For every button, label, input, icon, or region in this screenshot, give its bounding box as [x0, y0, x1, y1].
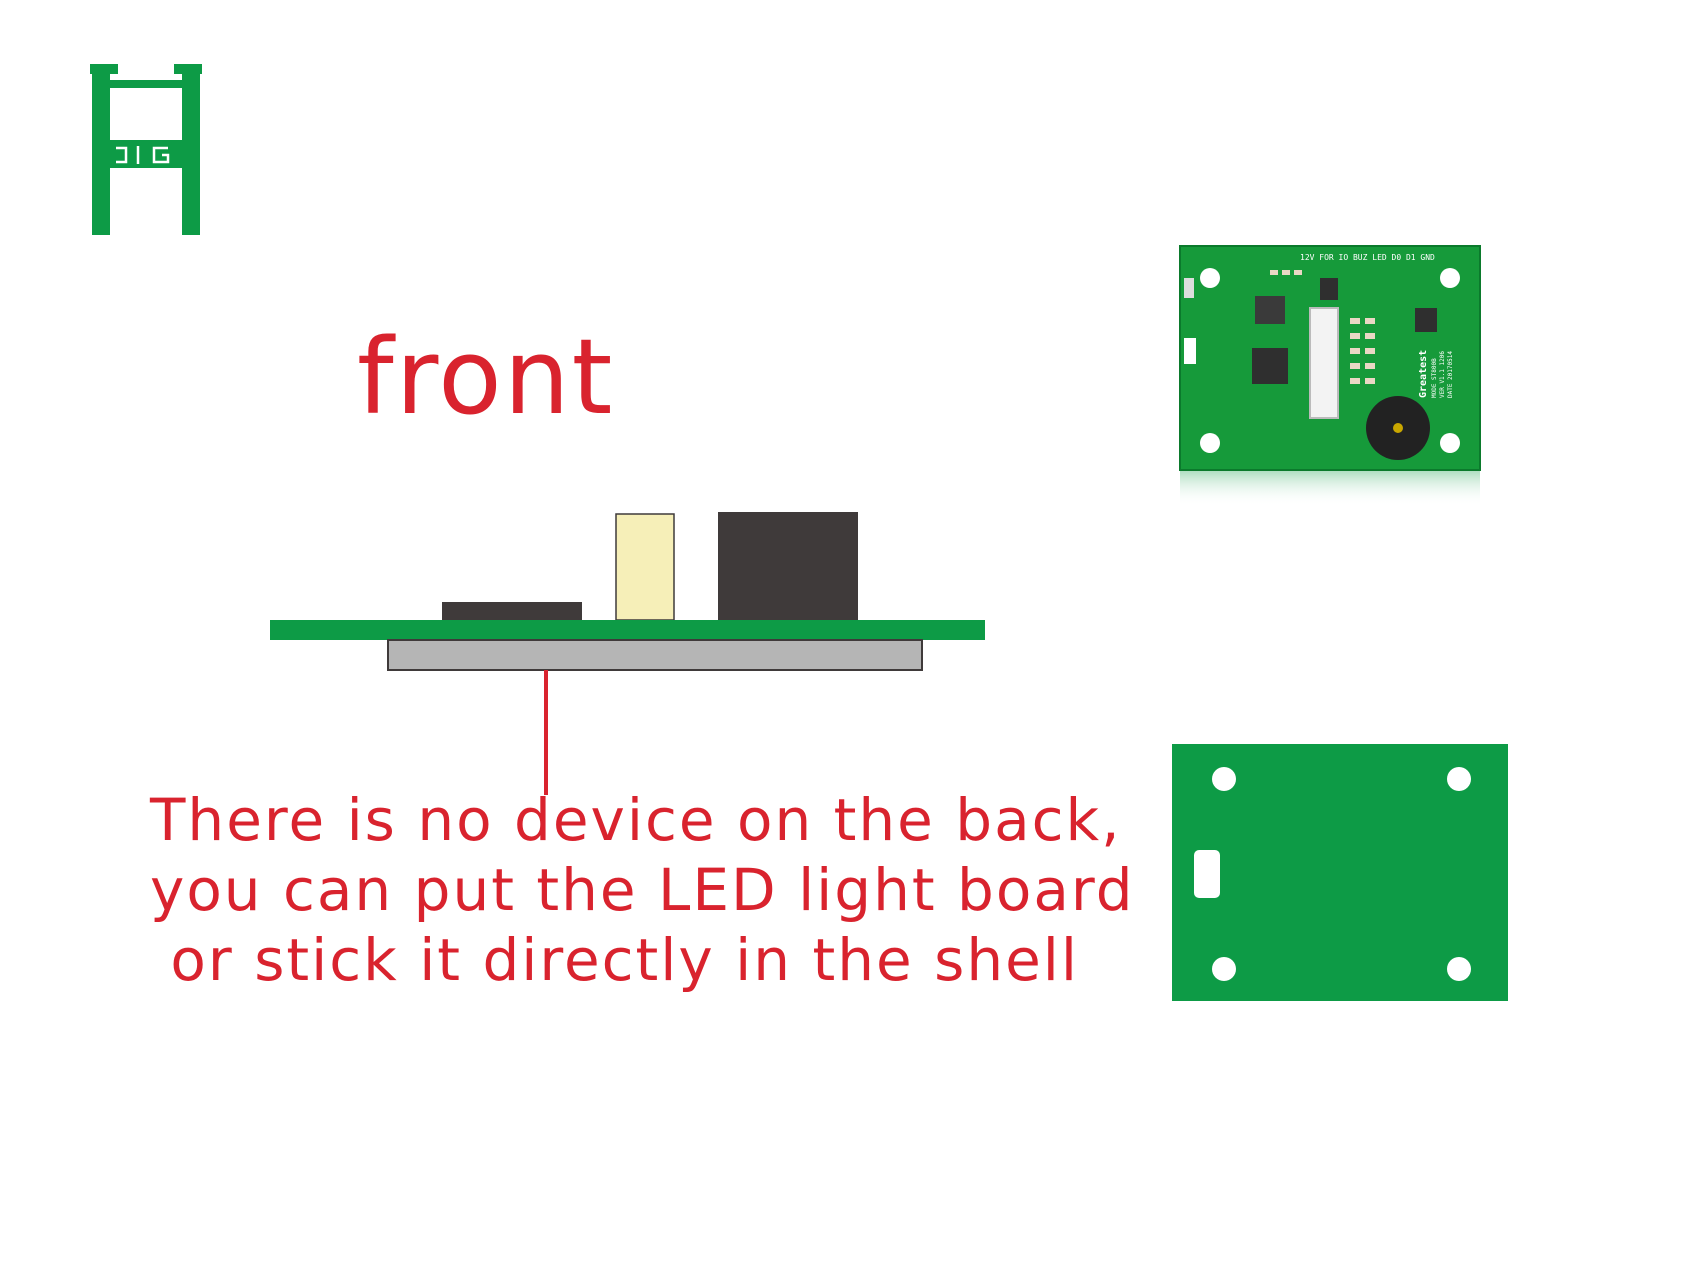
- front-label: front: [357, 316, 615, 438]
- back-pad: [1194, 850, 1220, 898]
- header-pin-labels: 12V FOR IO BUZ LED D0 D1 GND: [1300, 253, 1435, 262]
- back-board: [1172, 744, 1508, 1001]
- back-plate: [387, 639, 923, 671]
- pcb-side: [270, 620, 985, 640]
- led-component: [615, 513, 675, 621]
- mount-hole: [1447, 957, 1471, 981]
- chip-component: [442, 602, 582, 620]
- caption: There is no device on the back, you can …: [150, 785, 1135, 995]
- caption-line-2: you can put the LED light board: [150, 856, 1135, 924]
- buzzer-component: [718, 512, 858, 620]
- logo: [90, 64, 202, 235]
- side-view-diagram: [270, 512, 985, 795]
- pcb-date-text: DATE 20170514: [1447, 351, 1454, 398]
- mount-hole: [1447, 767, 1471, 791]
- caption-line-1: There is no device on the back,: [150, 786, 1122, 854]
- pcb-brand-text: Greatest: [1418, 350, 1429, 398]
- mount-hole: [1212, 957, 1236, 981]
- mount-hole: [1212, 767, 1236, 791]
- pcb-mode-text: MODE ST800B: [1431, 358, 1438, 398]
- pcb-version-text: VER V1.1 1206: [1439, 351, 1446, 398]
- pcb-photo: 12V FOR IO BUZ LED D0 D1 GND Greatest MO…: [1179, 245, 1481, 506]
- caption-line-3: or stick it directly in the shell: [150, 926, 1079, 994]
